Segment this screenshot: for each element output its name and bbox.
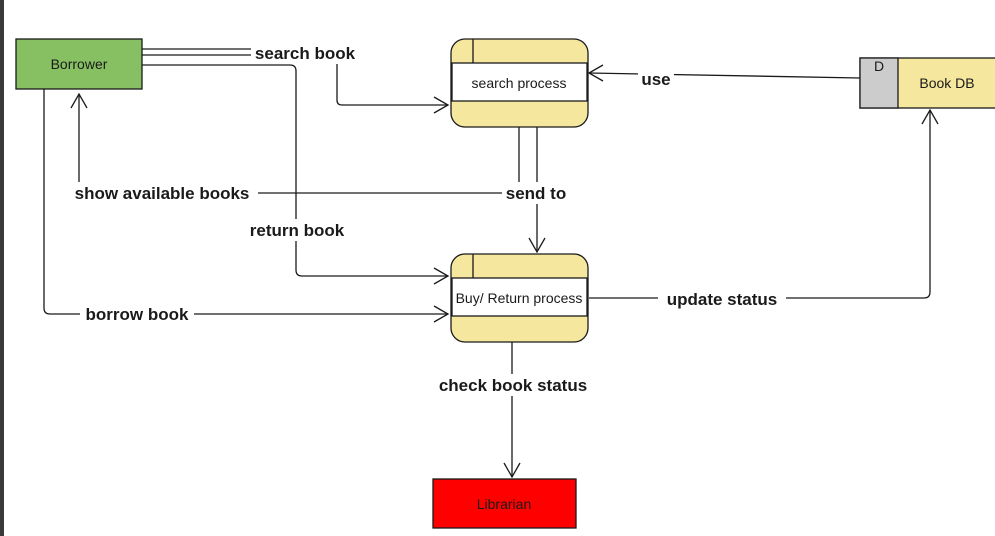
edge-label-update-status: update status bbox=[667, 290, 778, 309]
label-bg-check-book-status bbox=[431, 374, 595, 396]
edge-label-use: use bbox=[641, 70, 670, 89]
book-db-label: Book DB bbox=[919, 75, 974, 91]
arrowhead-return-book bbox=[433, 267, 450, 285]
borrower-label: Borrower bbox=[51, 56, 108, 72]
arrowhead-send-to bbox=[528, 237, 546, 254]
arrowhead-search-book bbox=[433, 96, 450, 114]
arrowhead-check-book-status bbox=[503, 462, 521, 479]
label-bg-borrow-book bbox=[80, 303, 194, 325]
librarian-entity[interactable]: Librarian bbox=[432, 478, 577, 529]
edge-label-search-book: search book bbox=[255, 44, 356, 63]
edge-label-check-book-status: check book status bbox=[439, 376, 587, 395]
edge-label-borrow-book: borrow book bbox=[86, 305, 189, 324]
search-process[interactable]: search process bbox=[450, 38, 589, 128]
book-db-store[interactable]: D Book DB bbox=[859, 57, 995, 109]
book-db-id-cell bbox=[859, 57, 899, 109]
edge-use bbox=[588, 72, 861, 79]
search-process-label: search process bbox=[472, 75, 567, 91]
window-edge bbox=[0, 0, 4, 536]
label-bg-send-to bbox=[502, 182, 570, 204]
arrowhead-borrow-book bbox=[433, 305, 450, 323]
arrowhead-show-available-books bbox=[70, 92, 88, 109]
borrower-entity[interactable]: Borrower bbox=[15, 38, 143, 90]
label-bg-search-book bbox=[251, 42, 360, 64]
edge-return-book bbox=[142, 64, 448, 277]
edge-label-show-available-books: show available books bbox=[75, 184, 250, 203]
label-bg-update-status bbox=[658, 288, 786, 310]
arrowhead-update-status bbox=[921, 108, 939, 125]
label-bg-use bbox=[638, 68, 674, 90]
search-process-body bbox=[451, 62, 588, 102]
label-bg-show-available-books bbox=[66, 182, 258, 204]
arrowhead-use bbox=[587, 64, 604, 82]
edge-update-status bbox=[589, 110, 931, 299]
edge-label-return-book: return book bbox=[250, 221, 345, 240]
buy-return-process[interactable]: Buy/ Return process bbox=[450, 253, 589, 343]
book-db-id-label: D bbox=[874, 58, 884, 74]
edge-borrow-book bbox=[43, 89, 448, 315]
edge-label-send-to: send to bbox=[506, 184, 566, 203]
buy-return-process-label: Buy/ Return process bbox=[456, 290, 583, 306]
label-bg-return-book bbox=[243, 219, 351, 241]
librarian-label: Librarian bbox=[477, 496, 531, 512]
buy-return-process-body bbox=[451, 277, 588, 317]
